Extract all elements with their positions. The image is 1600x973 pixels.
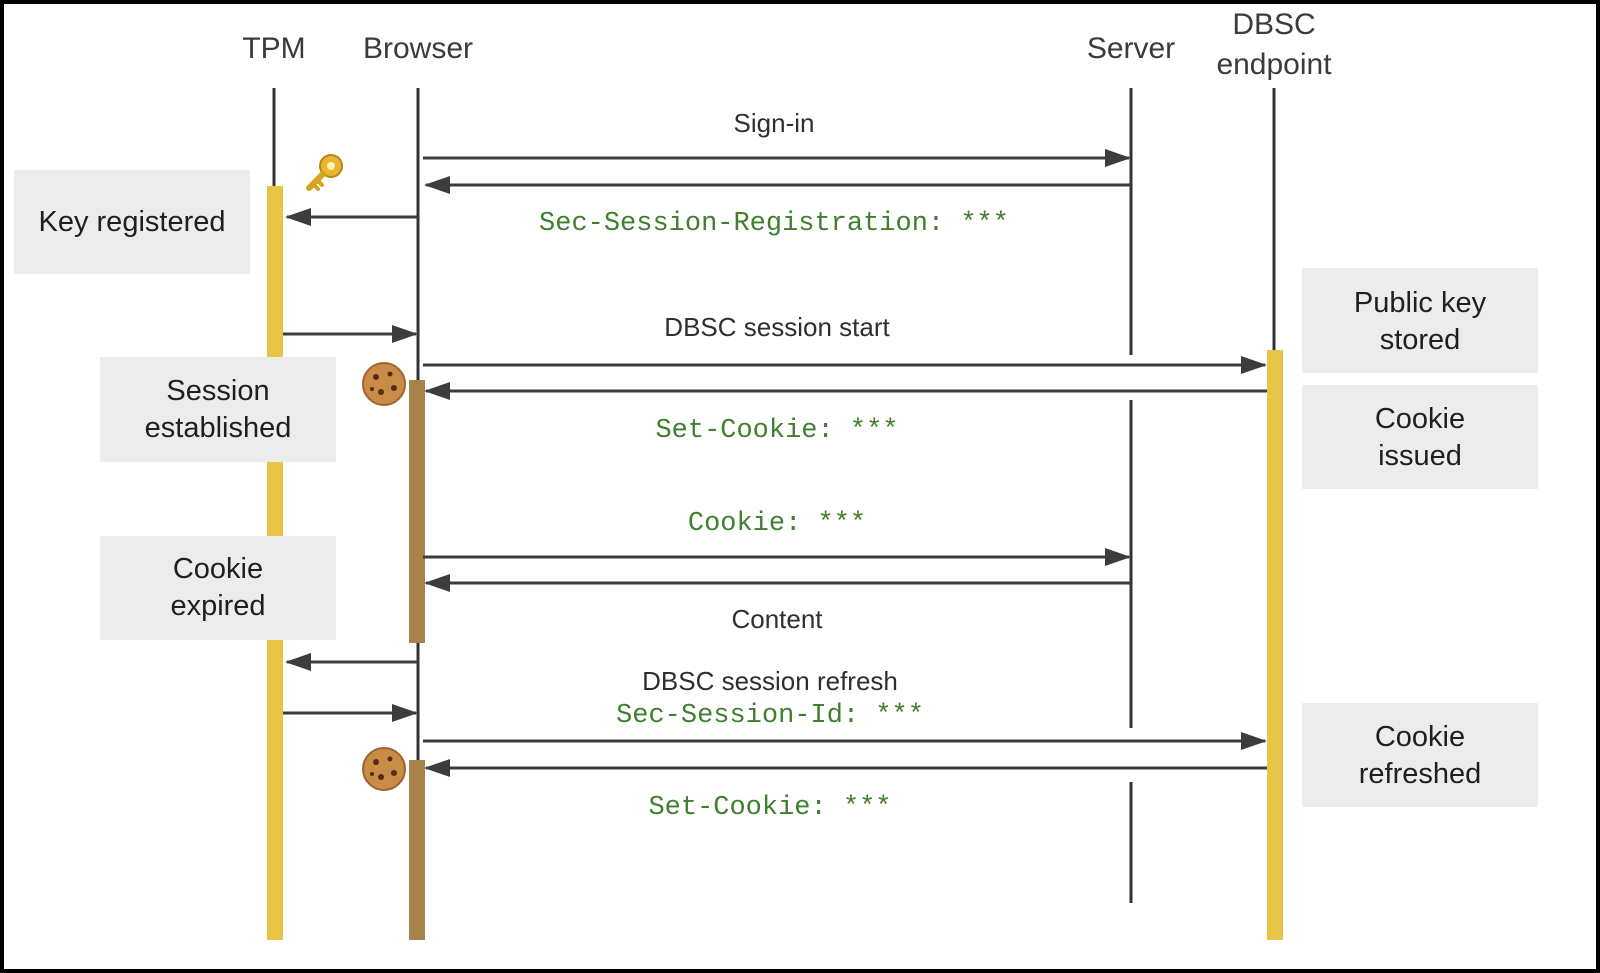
note-public-key-stored-line2: stored	[1380, 324, 1461, 356]
note-key-registered-text: Key registered	[39, 206, 226, 238]
label-dbsc-session-refresh: DBSC session refresh	[642, 666, 898, 696]
label-set-cookie-1: Set-Cookie: ***	[655, 416, 898, 446]
key-icon	[306, 154, 343, 191]
note-cookie-expired-line2: expired	[170, 590, 265, 622]
note-session-established	[100, 357, 336, 462]
actor-browser: Browser	[363, 32, 473, 65]
label-session-registration: Sec-Session-Registration: ***	[539, 209, 1009, 239]
note-cookie-refreshed-line2: refreshed	[1359, 758, 1482, 790]
actor-dbsc-line2: endpoint	[1216, 48, 1332, 81]
note-cookie-expired-line1: Cookie	[173, 553, 263, 585]
label-set-cookie-2: Set-Cookie: ***	[648, 793, 891, 823]
cookie-icon	[362, 362, 406, 406]
note-cookie-refreshed	[1302, 703, 1538, 807]
note-public-key-stored-line1: Public key	[1354, 287, 1487, 319]
diagram-canvas: TPM Browser Server DBSC endpoint Key reg…	[14, 8, 1538, 940]
label-content: Content	[731, 604, 823, 634]
browser-activation-bar-2	[409, 760, 425, 940]
note-cookie-refreshed-line1: Cookie	[1375, 721, 1465, 753]
actor-dbsc-line1: DBSC	[1232, 8, 1315, 41]
dbsc-activation-bar	[1267, 350, 1283, 940]
label-cookie: Cookie: ***	[688, 509, 866, 539]
note-cookie-issued-line2: issued	[1378, 440, 1462, 472]
note-cookie-issued	[1302, 385, 1538, 489]
browser-activation-bar-1	[409, 380, 425, 643]
note-session-established-line2: established	[145, 412, 292, 444]
label-session-id: Sec-Session-Id: ***	[616, 701, 924, 731]
note-cookie-issued-line1: Cookie	[1375, 403, 1465, 435]
note-cookie-expired	[100, 536, 336, 640]
note-key-registered	[14, 170, 250, 274]
actor-server: Server	[1087, 32, 1175, 65]
label-sign-in: Sign-in	[734, 108, 815, 138]
actor-tpm: TPM	[242, 32, 305, 65]
note-public-key-stored	[1302, 268, 1538, 373]
sequence-diagram: TPM Browser Server DBSC endpoint Key reg…	[4, 4, 1596, 969]
cookie-icon	[362, 747, 406, 791]
label-dbsc-session-start: DBSC session start	[664, 312, 890, 342]
note-session-established-line1: Session	[166, 375, 269, 407]
